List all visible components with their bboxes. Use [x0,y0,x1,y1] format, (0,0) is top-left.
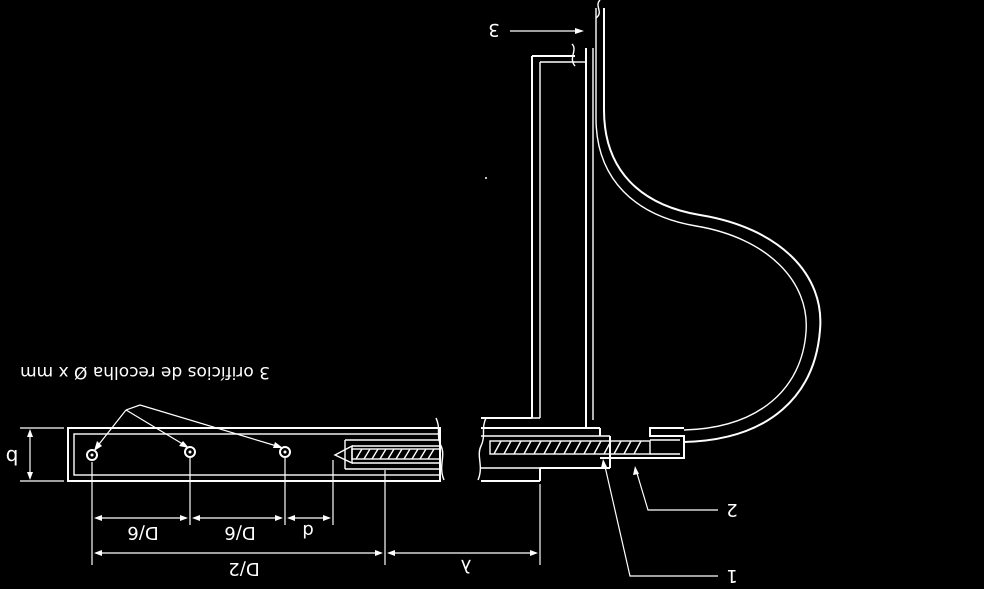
sampling-holes [86,446,291,461]
label-part3: 3 [488,19,499,40]
sampling-hole [86,449,98,461]
label-b: b [6,445,19,469]
vertical-stem [481,43,594,428]
probe-cone [333,444,353,465]
sampling-hole [279,446,291,458]
probe-break-right [477,417,487,481]
probe-break-left [435,417,445,481]
dimension-lines [20,427,541,565]
label-d2: D/2 [228,558,259,579]
curved-tube-outer [603,8,822,443]
label-lambda: λ [460,555,471,576]
labels: 3 orifícios de recolha Ø x mm b D/6 D/6 … [6,19,738,586]
curved-tube [575,0,822,443]
probe-tube [67,417,487,482]
label-d6-second: D/6 [224,522,255,543]
probe-outer-wall [67,427,441,482]
probe-right-section [481,427,685,482]
stem-break [571,43,576,67]
leader-part1 [603,461,718,577]
label-d: d [302,520,313,541]
leader-part2 [635,469,718,511]
sampling-hole [184,446,196,458]
label-d6-first: D/6 [127,522,158,543]
label-part2: 2 [726,499,737,520]
stray-dot [485,177,487,179]
holes-note: 3 orifícios de recolha Ø x mm [20,362,270,382]
right-core [489,440,651,455]
leader-lines [94,28,718,577]
tube-top-break [595,0,601,19]
curved-tube-inner [595,8,807,431]
label-part1: 1 [726,565,737,584]
housing-block [599,427,685,468]
